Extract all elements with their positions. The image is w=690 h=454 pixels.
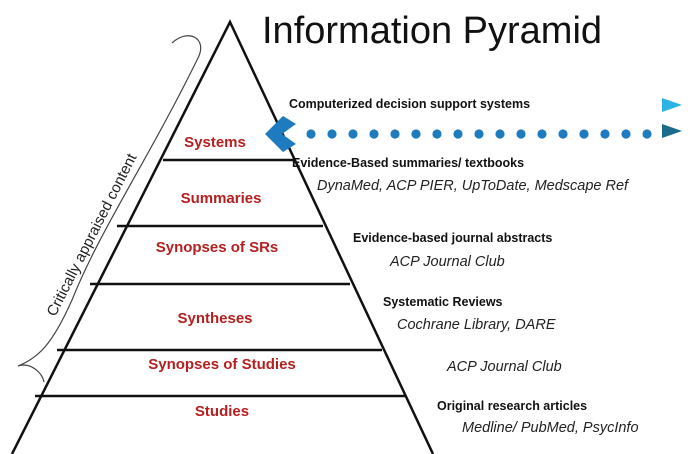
examples-synopses-of-studies: ACP Journal Club bbox=[447, 359, 562, 375]
arrow-dot bbox=[390, 129, 400, 139]
level-synopses-of-srs: Synopses of SRs bbox=[155, 239, 279, 256]
desc-summaries: Evidence-Based summaries/ textbooks bbox=[292, 156, 525, 170]
dotted-arrow bbox=[265, 116, 652, 152]
desc-systems: Computerized decision support systems bbox=[289, 97, 531, 111]
arrow-dot bbox=[348, 129, 358, 139]
arrow-dot bbox=[474, 129, 484, 139]
level-syntheses: Syntheses bbox=[177, 310, 253, 327]
arrow-dot bbox=[453, 129, 463, 139]
examples-syntheses: Cochrane Library, DARE bbox=[397, 317, 556, 333]
arrow-dot bbox=[369, 129, 379, 139]
examples-studies: Medline/ PubMed, PsycInfo bbox=[462, 420, 639, 436]
arrow-dot bbox=[495, 129, 505, 139]
arrow-dot bbox=[432, 129, 442, 139]
level-synopses-of-studies: Synopses of Studies bbox=[148, 356, 296, 373]
accent-triangle-light bbox=[662, 98, 682, 112]
level-summaries: Summaries bbox=[180, 190, 262, 207]
desc-synopses-of-srs: Evidence-based journal abstracts bbox=[353, 231, 553, 245]
pyramid-outline bbox=[10, 19, 435, 454]
accent-triangle-dark bbox=[662, 124, 682, 138]
diagram-title: Information Pyramid bbox=[262, 10, 603, 52]
arrow-dot bbox=[579, 129, 589, 139]
arrow-dot bbox=[600, 129, 610, 139]
curly-brace bbox=[17, 35, 202, 383]
arrow-dot bbox=[327, 129, 337, 139]
arrow-dot bbox=[411, 129, 421, 139]
arrow-dot bbox=[306, 129, 316, 139]
arrow-head bbox=[265, 116, 296, 152]
desc-syntheses: Systematic Reviews bbox=[383, 295, 503, 309]
arrow-dot bbox=[558, 129, 568, 139]
arrow-dot bbox=[621, 129, 631, 139]
level-studies: Studies bbox=[194, 403, 250, 420]
desc-studies: Original research articles bbox=[437, 399, 588, 413]
arrow-dot bbox=[642, 129, 652, 139]
level-systems: Systems bbox=[184, 134, 246, 151]
examples-summaries: DynaMed, ACP PIER, UpToDate, Medscape Re… bbox=[317, 178, 629, 194]
arrow-dot bbox=[516, 129, 526, 139]
arrow-dot bbox=[537, 129, 547, 139]
examples-synopses-of-srs: ACP Journal Club bbox=[390, 254, 505, 270]
